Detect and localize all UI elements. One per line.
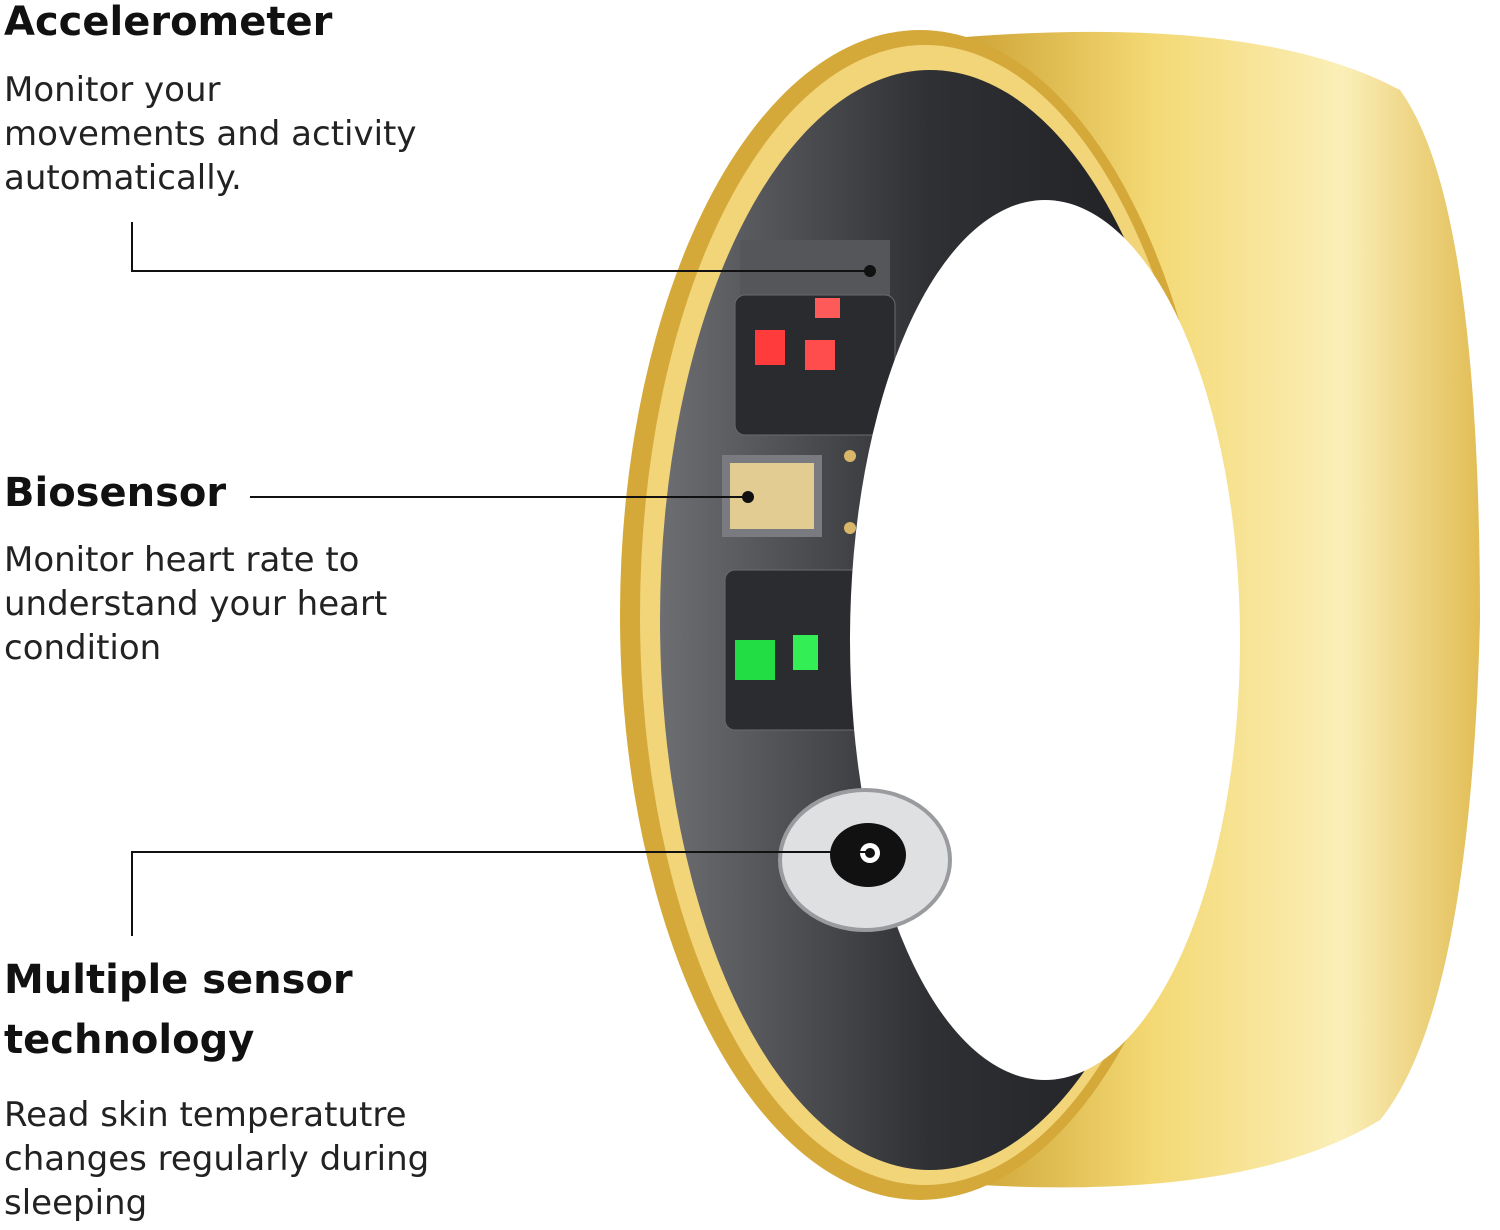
biosensor-description-line: Monitor heart rate to: [4, 540, 360, 580]
biosensor-title: Biosensor: [4, 470, 227, 516]
biosensor-callout-line: [250, 496, 748, 498]
green-led: [735, 640, 775, 680]
red-led: [755, 330, 785, 365]
multisensor-description-line: changes regularly during: [4, 1139, 430, 1179]
accelerometer-callout-dot: [864, 265, 876, 277]
biosensor-description-line: understand your heart: [4, 584, 388, 624]
multisensor-callout-horizontal: [131, 851, 871, 853]
multisensor-callout-vertical: [131, 852, 133, 936]
accelerometer-callout-horizontal: [131, 270, 871, 272]
multisensor-description-line: sleeping: [4, 1183, 148, 1223]
accelerometer-description-line: Monitor your: [4, 70, 221, 110]
accelerometer-callout-vertical: [131, 222, 133, 272]
biosensor-callout-dot: [742, 491, 754, 503]
biosensor-description-line: condition: [4, 628, 162, 668]
accelerometer-title: Accelerometer: [4, 0, 333, 45]
multisensor-title-line: Multiple sensor: [4, 957, 353, 1003]
multisensor-title-line: technology: [4, 1017, 255, 1063]
accelerometer-description-line: movements and activity: [4, 114, 417, 154]
ring-opening: [850, 200, 1240, 1080]
accelerometer-description-line: automatically.: [4, 158, 242, 198]
multisensor-description-line: Read skin temperatutre: [4, 1095, 407, 1135]
